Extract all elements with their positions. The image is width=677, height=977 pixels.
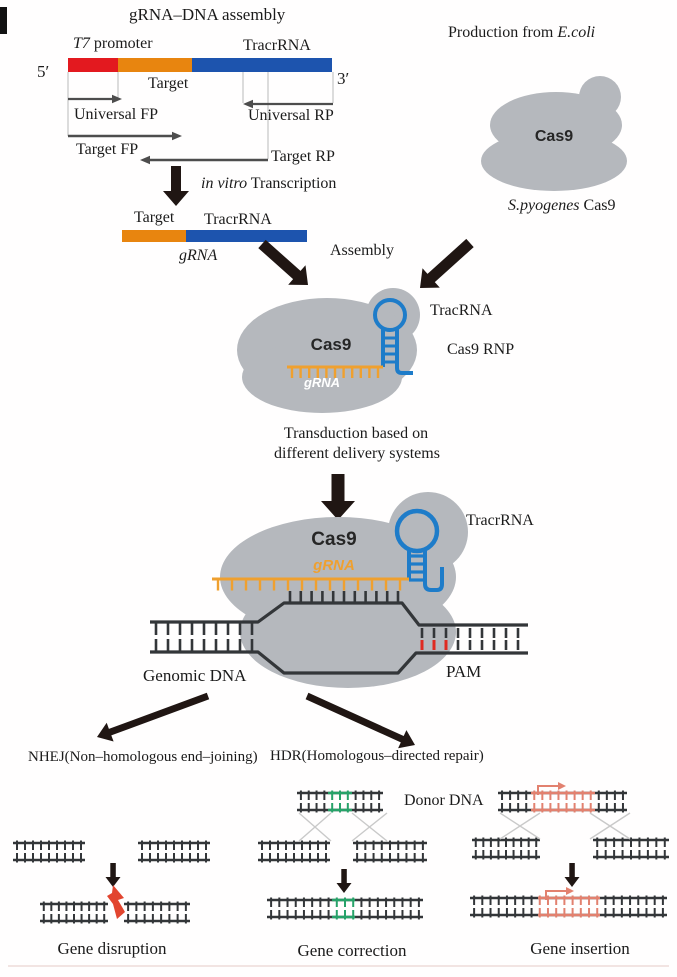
complex-tracrrna-hairpin-icon bbox=[394, 508, 444, 592]
dna-ladder bbox=[40, 901, 108, 924]
gene-disruption-label: Gene disruption bbox=[57, 939, 167, 958]
recombination-crosses-icon bbox=[499, 812, 631, 840]
donor-dna-label: Donor DNA bbox=[404, 792, 484, 809]
rnp-tracrna-hairpin-icon bbox=[373, 298, 413, 375]
transduction-arrow bbox=[321, 474, 355, 520]
pam-label: PAM bbox=[446, 662, 482, 681]
grna-bar-tracrrna-label: TracrRNA bbox=[204, 211, 272, 228]
cas9-rnp-label: Cas9 RNP bbox=[447, 341, 515, 358]
invitro-transcription-label: in vitro Transcription bbox=[201, 175, 337, 192]
complex-grna-label: gRNA bbox=[313, 557, 355, 574]
dna-ladder bbox=[593, 837, 669, 860]
five-prime-label: 5′ bbox=[37, 62, 50, 81]
insertion-column bbox=[470, 782, 669, 918]
grna-bar-target-label: Target bbox=[134, 209, 175, 226]
transduction-line2: different delivery systems bbox=[274, 445, 440, 462]
target-rp-label: Target RP bbox=[271, 148, 335, 165]
cas9-rnp bbox=[237, 288, 420, 413]
gene-insertion-label: Gene insertion bbox=[530, 939, 630, 958]
t7-promoter-label: T7 promoter bbox=[73, 35, 153, 52]
primer-guides bbox=[67, 72, 334, 159]
correction-column bbox=[258, 790, 427, 920]
assembly-label: Assembly bbox=[330, 242, 394, 259]
dna-ladder bbox=[258, 840, 330, 863]
dna-ladder bbox=[498, 790, 627, 813]
dna-ladder bbox=[13, 840, 85, 863]
nhej-label: NHEJ(Non–homologous end–joining) bbox=[28, 749, 258, 765]
cas9-protein-blob bbox=[481, 76, 627, 191]
assembly-bar bbox=[68, 58, 332, 72]
universal-fp-label: Universal FP bbox=[74, 106, 158, 123]
corner-mark bbox=[0, 7, 7, 34]
dna-ladder bbox=[472, 837, 540, 860]
production-label: Production from E.coli bbox=[448, 24, 596, 41]
three-prime-label: 3′ bbox=[337, 69, 350, 88]
genomic-dna-strands bbox=[150, 591, 528, 675]
hdr-label: HDR(Homologous–directed repair) bbox=[270, 748, 484, 764]
universal-rp-label: Universal RP bbox=[248, 107, 334, 124]
pathway-arrows bbox=[97, 692, 415, 749]
target-fp-label: Target FP bbox=[76, 141, 139, 158]
dna-ladder bbox=[297, 790, 383, 813]
recombination-crosses-icon bbox=[298, 812, 388, 842]
promoter-arrow-icon bbox=[537, 782, 574, 900]
target-top-label: Target bbox=[148, 75, 189, 92]
assembly-arrows bbox=[258, 238, 474, 288]
spyogenes-label: S.pyogenes Cas9 bbox=[508, 197, 616, 214]
grna-bar-label: gRNA bbox=[179, 247, 218, 264]
transcription-arrow bbox=[163, 166, 189, 206]
cas9-protein-label: Cas9 bbox=[534, 128, 574, 145]
primer-arrows bbox=[68, 94, 333, 165]
dna-ladder bbox=[353, 840, 427, 863]
cas9-dna-complex bbox=[150, 492, 528, 688]
gene-correction-label: Gene correction bbox=[297, 941, 407, 960]
complex-tracrrna-label: TracrRNA bbox=[466, 512, 534, 529]
tracrrna-top-label: TracrRNA bbox=[243, 37, 311, 54]
complex-grna-comb-icon bbox=[212, 577, 409, 591]
dna-ladder bbox=[138, 840, 210, 863]
nhej-column bbox=[13, 840, 210, 924]
complex-cas9-label: Cas9 bbox=[311, 529, 357, 550]
dna-ladder bbox=[470, 895, 667, 918]
rnp-cas9-label: Cas9 bbox=[310, 335, 352, 354]
grna-bar bbox=[122, 230, 307, 242]
rnp-grna-comb-icon bbox=[287, 365, 383, 378]
dna-ladder bbox=[267, 897, 423, 920]
cut-site-bolt-icon bbox=[107, 885, 125, 919]
transduction-line1: Transduction based on bbox=[283, 425, 429, 442]
assembly-title: gRNA–DNA assembly bbox=[129, 5, 286, 24]
rnp-grna-label: gRNA bbox=[303, 375, 341, 390]
dna-ladder bbox=[124, 901, 190, 924]
genomic-dna-label: Genomic DNA bbox=[143, 666, 247, 685]
tracrna-label: TracRNA bbox=[430, 302, 493, 319]
